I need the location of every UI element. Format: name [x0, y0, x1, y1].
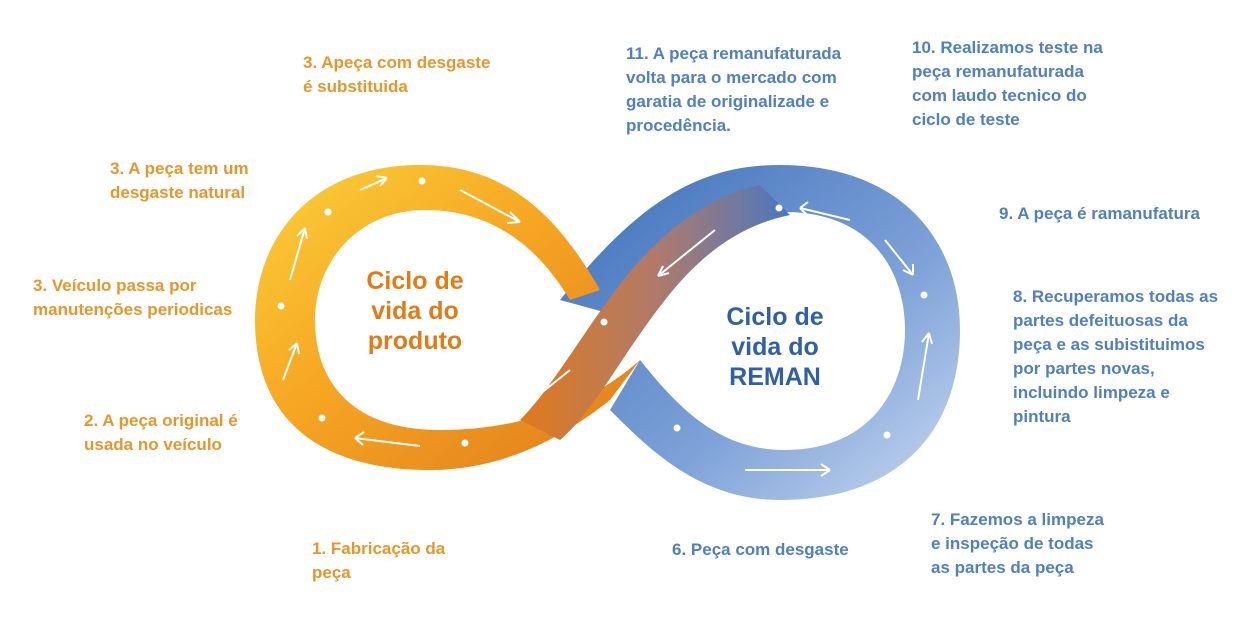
product-cycle-title: Ciclo de vida do produto — [366, 267, 464, 355]
crossover-band — [520, 185, 790, 440]
step-2-original-part-used: 2. A peça original é usada no veículo — [84, 411, 238, 454]
reman-cycle-title: Ciclo de vida do REMAN — [726, 303, 824, 391]
step-1-manufacturing: 1. Fabricação da peça — [312, 539, 446, 582]
product-loop-band — [255, 165, 640, 470]
step-10-testing: 10. Realizamos teste na peça remanufatur… — [912, 38, 1103, 129]
step-8-recover-parts: 8. Recuperamos todas as partes defeituos… — [1013, 287, 1219, 426]
track-dots — [277, 177, 928, 447]
step-3-natural-wear: 3. A peça tem um desgaste natural — [110, 159, 249, 202]
step-3-periodic-maintenance: 3. Veículo passa por manutenções periodi… — [33, 276, 233, 319]
flow-arrows — [282, 175, 933, 477]
step-7-cleaning-inspection: 7. Fazemos a limpeza e inspeção de todas… — [931, 510, 1104, 577]
step-9-remanufactured: 9. A peça é ramanufatura — [999, 204, 1200, 223]
step-11-back-to-market: 11. A peça remanufaturada volta para o m… — [626, 44, 842, 135]
step-6-worn-part: 6. Peça com desgaste — [672, 540, 849, 559]
step-3-worn-part-replaced: 3. Apeça com desgaste é substituida — [303, 53, 491, 96]
